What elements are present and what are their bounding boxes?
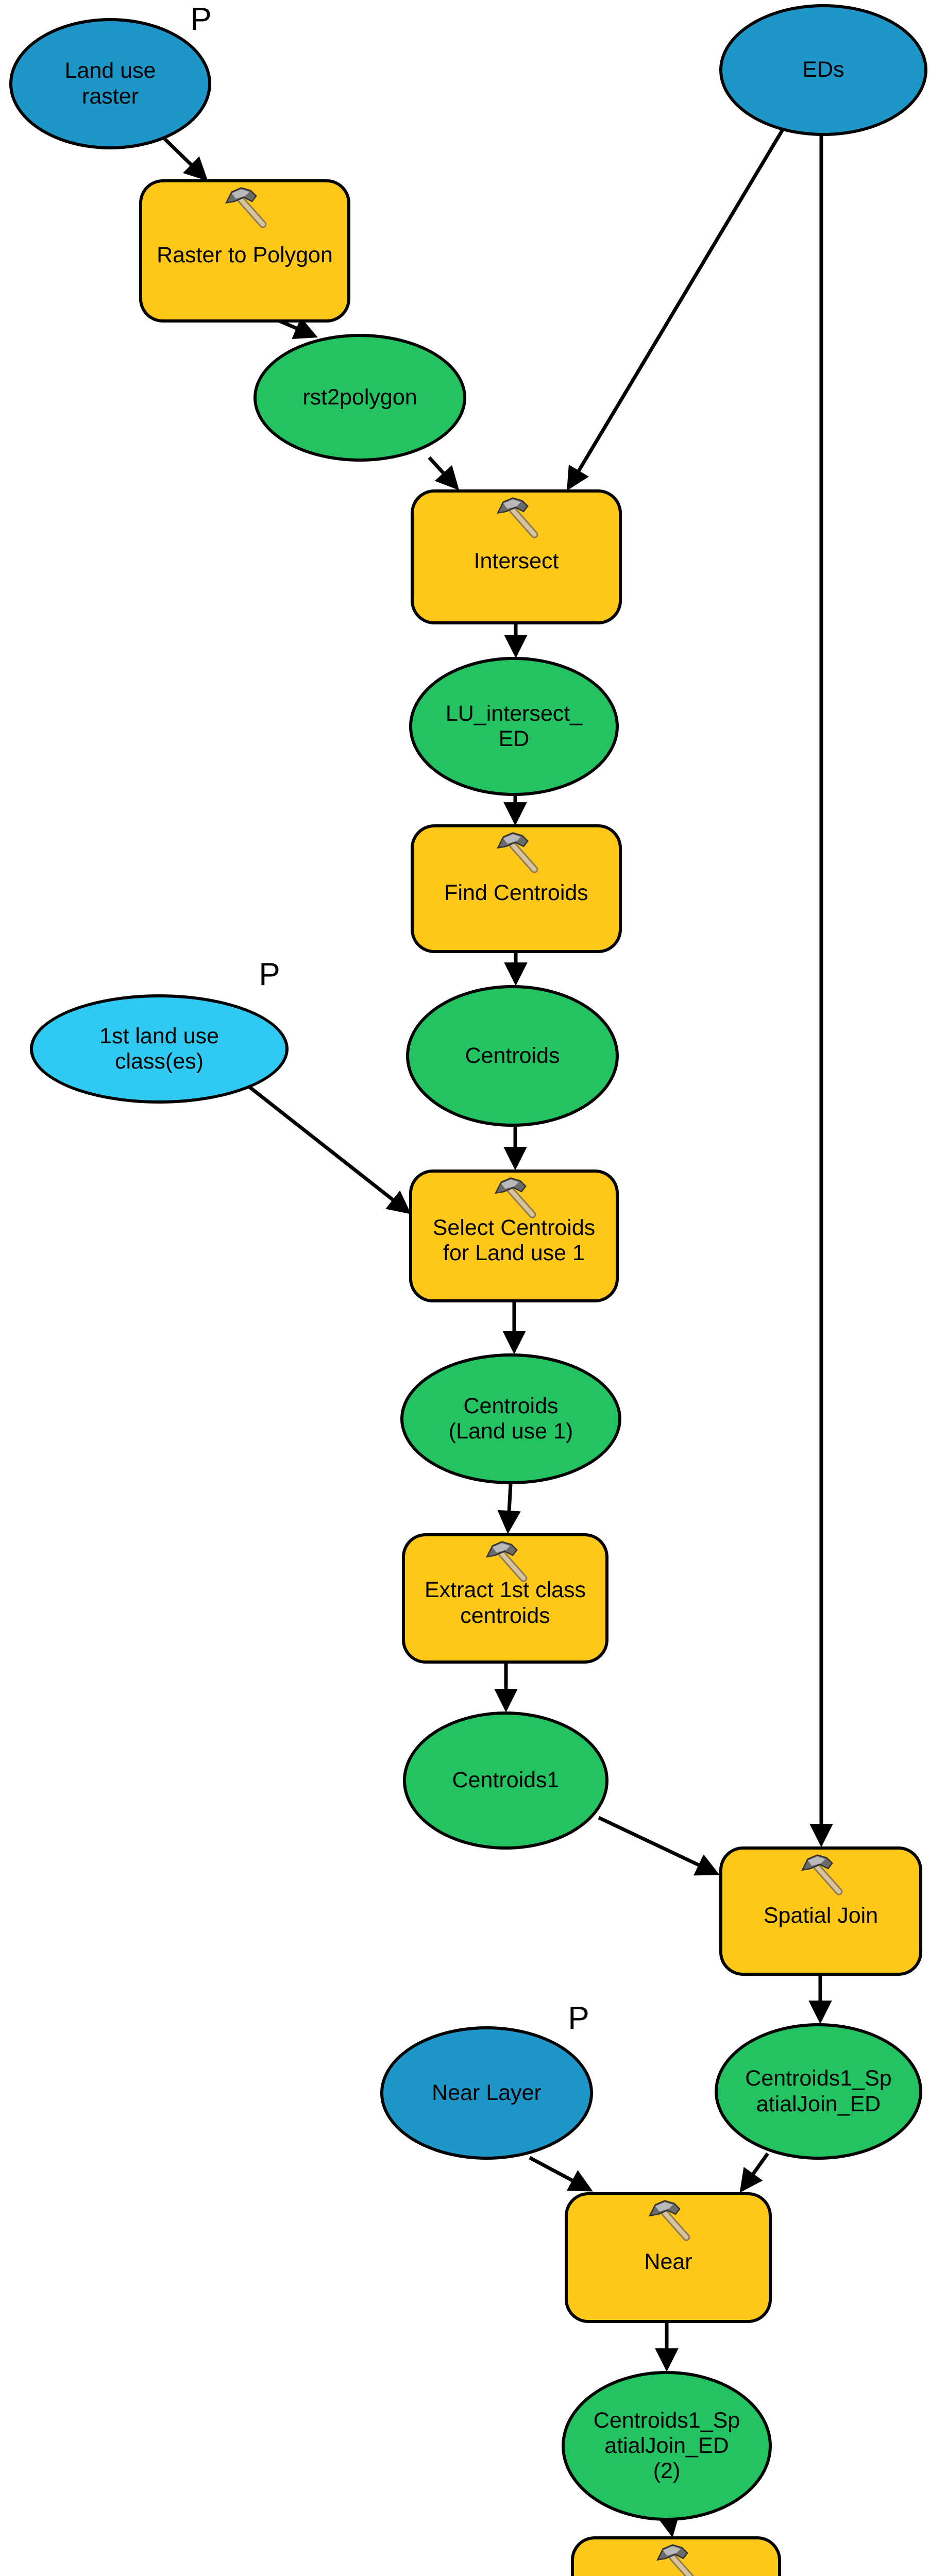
node-label: Centroids1_Sp atialJoin_ED (2) [593,2408,740,2483]
input-variable-land-use-raster[interactable]: Land use raster [9,18,211,149]
node-label: Select Centroids for Land use 1 [432,1215,596,1265]
derived-data-centroids[interactable]: Centroids [406,985,619,1127]
node-label: Find Centroids [444,880,588,906]
hammer-icon [223,187,270,230]
hammer-icon [647,2199,694,2243]
node-label: LU_intersect_ ED [445,701,583,751]
tool-extract-1st-class-centroids[interactable]: Extract 1st class centroids [402,1533,608,1664]
node-label: Centroids1_Sp atialJoin_ED [745,2066,892,2116]
connector-rastertopolygon-rst2polygon[interactable] [277,317,318,339]
tool-spatial-join[interactable]: Spatial Join [719,1846,922,1976]
connector-centroids1-spatialjoin[interactable] [598,1816,720,1876]
parameter-badge-land-use-raster: P [190,2,212,37]
node-label: 1st land use class(es) [99,1023,219,1074]
node-label: Raster to Polygon [157,243,333,268]
parameter-badge-first-land-use: P [259,957,280,992]
input-variable-first-land-use-classes[interactable]: 1st land use class(es) [30,994,289,1104]
node-label: EDs [802,57,844,82]
node-label: rst2polygon [302,385,417,410]
tool-near[interactable]: Near [565,2192,772,2323]
node-label: Spatial Join [763,1903,878,1928]
input-variable-eds[interactable]: EDs [719,4,927,136]
input-variable-near-layer[interactable]: Near Layer [380,2026,593,2160]
hammer-icon [483,1540,531,1584]
tool-select-centroids-for-land-use-1[interactable]: Select Centroids for Land use 1 [409,1170,619,1302]
tool-raster-to-polygon[interactable]: Raster to Polygon [139,179,350,323]
node-label: Extract 1st class centroids [424,1578,586,1628]
hammer-icon [799,1854,847,1897]
node-label: Intersect [474,549,559,574]
derived-data-lu-intersect-ed[interactable]: LU_intersect_ ED [409,657,619,796]
connector-centroidslu1-extractfirstclass[interactable] [497,1484,521,1534]
connector-firstlanduse-selectcentroids[interactable] [245,1083,411,1214]
node-label: Land use raster [64,58,156,109]
connector-nearlayer-near[interactable] [529,2156,593,2192]
connector-landuseraster-rastertopolygon[interactable] [162,137,208,181]
connector-eds-intersect[interactable] [567,128,785,491]
derived-data-centroids1[interactable]: Centroids1 [403,1711,608,1850]
connector-rst2polygon-intersect[interactable] [428,456,460,490]
tool-find-centroids[interactable]: Find Centroids [411,824,622,953]
derived-data-rst2polygon[interactable]: rst2polygon [253,334,466,462]
derived-data-centroids1-spatialjoin-ed-2[interactable]: Centroids1_Sp atialJoin_ED (2) [562,2371,772,2521]
hammer-icon [654,2544,702,2576]
parameter-badge-near-layer: P [568,2001,589,2036]
hammer-icon [495,497,542,540]
tool-calculate-min-distance-stat[interactable]: Calculate Min Distance Stat [571,2536,781,2576]
hammer-icon [492,1177,539,1220]
connector-c1sjed-near[interactable] [739,2152,769,2193]
hammer-icon [495,832,542,875]
node-label: Near [644,2249,692,2275]
node-label: Centroids1 [452,1768,560,1793]
node-label: Centroids [465,1043,560,1068]
node-label: Centroids (Land use 1) [448,1393,573,1444]
derived-data-centroids1-spatialjoin-ed[interactable]: Centroids1_Sp atialJoin_ED [715,2023,922,2160]
tool-intersect[interactable]: Intersect [411,489,622,624]
node-label: Near Layer [432,2080,542,2105]
derived-data-centroids-land-use-1[interactable]: Centroids (Land use 1) [400,1353,621,1484]
connector-c1sjed2-calcmindiststat[interactable] [656,2512,680,2538]
